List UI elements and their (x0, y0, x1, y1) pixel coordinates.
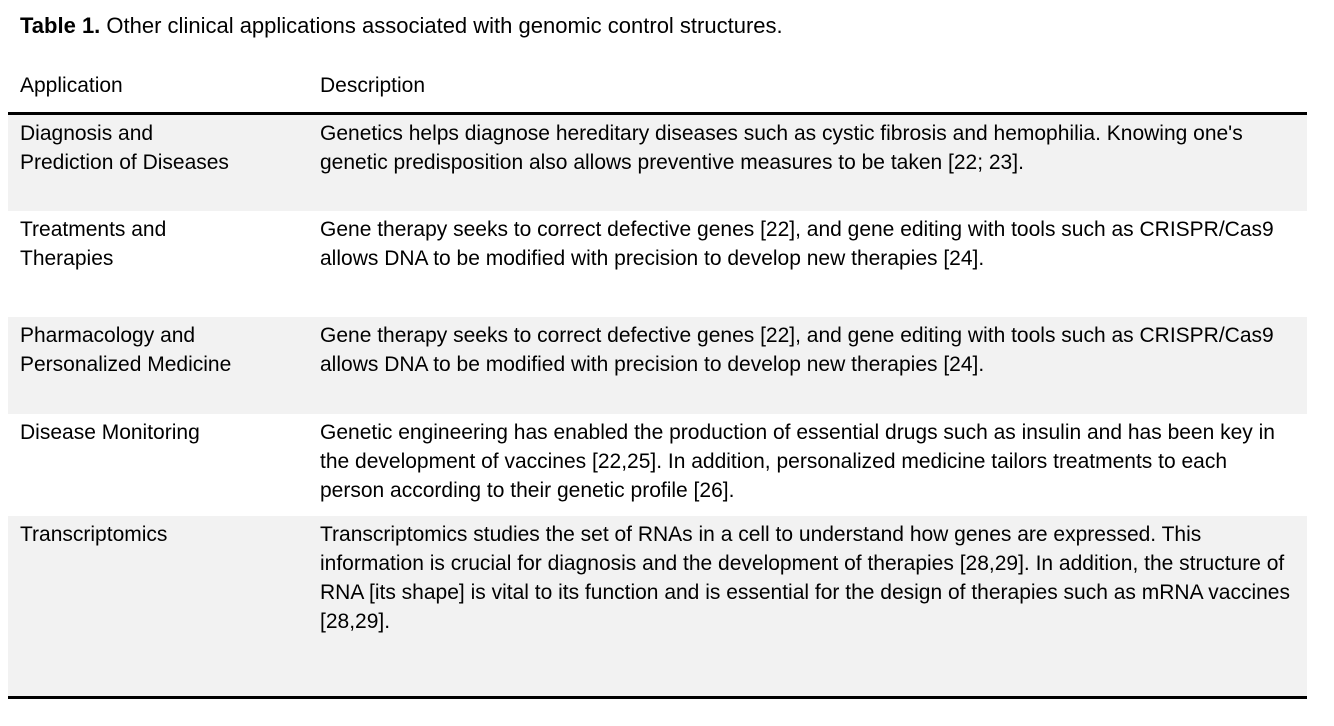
description-cell: Gene therapy seeks to correct defective … (320, 218, 1274, 270)
table-header-row: Application Description (8, 41, 1307, 115)
table-caption-text: Other clinical applications associated w… (106, 13, 783, 38)
clinical-applications-table: Application Description Diagnosis and Pr… (8, 41, 1307, 699)
column-header-application: Application (20, 74, 123, 97)
table-row: Disease Monitoring Genetic engineering h… (8, 414, 1307, 516)
description-cell: Transcriptomics studies the set of RNAs … (320, 523, 1290, 633)
document-page: Table 1. Other clinical applications ass… (0, 11, 1334, 726)
description-cell: Gene therapy seeks to correct defective … (320, 324, 1274, 376)
table-row: Treatments and Therapies Gene therapy se… (8, 211, 1307, 317)
table-row: Pharmacology and Personalized Medicine G… (8, 317, 1307, 414)
column-header-description: Description (320, 74, 426, 97)
application-cell: Treatments and Therapies (20, 218, 167, 270)
description-cell: Genetic engineering has enabled the prod… (320, 421, 1275, 502)
application-cell: Diagnosis and Prediction of Diseases (20, 122, 229, 174)
table-caption: Table 1. Other clinical applications ass… (20, 11, 1307, 41)
application-cell: Transcriptomics (20, 523, 168, 546)
application-cell: Pharmacology and Personalized Medicine (20, 324, 232, 376)
description-cell: Genetics helps diagnose hereditary disea… (320, 122, 1243, 174)
application-cell: Disease Monitoring (20, 421, 200, 444)
table-row: Transcriptomics Transcriptomics studies … (8, 516, 1307, 696)
table-caption-label: Table 1. (20, 13, 101, 38)
table-row: Diagnosis and Prediction of Diseases Gen… (8, 115, 1307, 211)
